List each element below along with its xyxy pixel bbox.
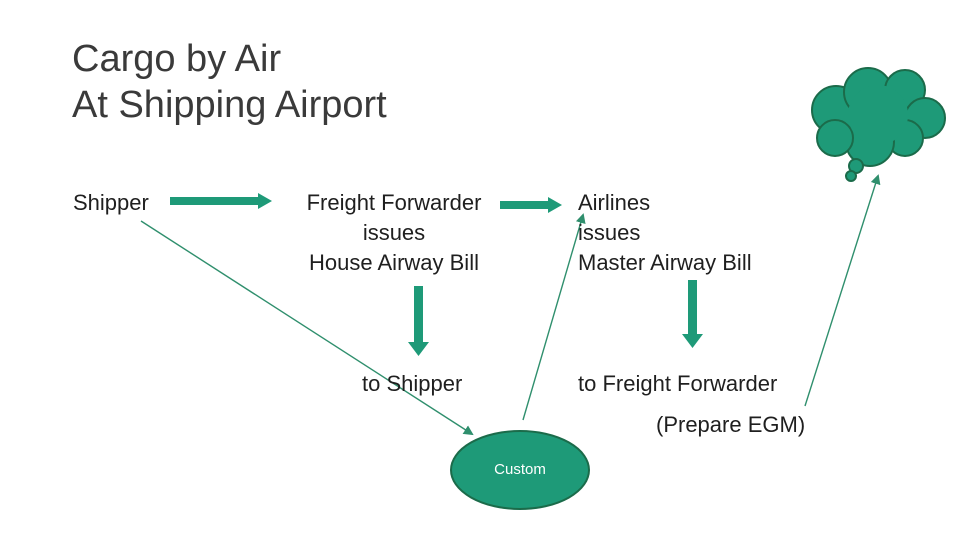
custom-ellipse [450, 430, 590, 510]
al-line-1: Airlines [578, 190, 651, 215]
custom-label: Custom [494, 461, 546, 478]
ff-line-3: House Airway Bill [309, 250, 479, 275]
thought-cloud-icon [811, 67, 946, 182]
al-line-2: issues [578, 220, 641, 245]
node-to-shipper: to Shipper [362, 371, 463, 396]
arrow-shipper-to-forwarder [170, 193, 272, 209]
node-shipper: Shipper [73, 190, 149, 215]
line-forwarder-to-cloud [804, 174, 881, 407]
ff-line-1: Freight Forwarder [306, 190, 482, 215]
node-airlines: Airlines issues Master Airway Bill [578, 188, 752, 278]
title-line-2: At Shipping Airport [72, 84, 387, 126]
node-prepare-egm: (Prepare EGM) [656, 412, 806, 437]
ff-line-2: issues [362, 220, 426, 245]
line-shipper-to-custom [140, 220, 474, 436]
al-line-3: Master Airway Bill [578, 250, 752, 275]
node-to-freight-forwarder: to Freight Forwarder [578, 371, 778, 396]
arrow-airlines-down [682, 280, 703, 348]
line-custom-to-airlines [522, 213, 586, 421]
arrow-forwarder-to-airlines [500, 197, 562, 213]
slide-title: Cargo by Air At Shipping Airport [72, 36, 387, 128]
arrow-forwarder-down [408, 286, 429, 356]
title-line-1: Cargo by Air [72, 38, 282, 80]
node-freight-forwarder: Freight Forwarder issues House Airway Bi… [284, 188, 504, 278]
